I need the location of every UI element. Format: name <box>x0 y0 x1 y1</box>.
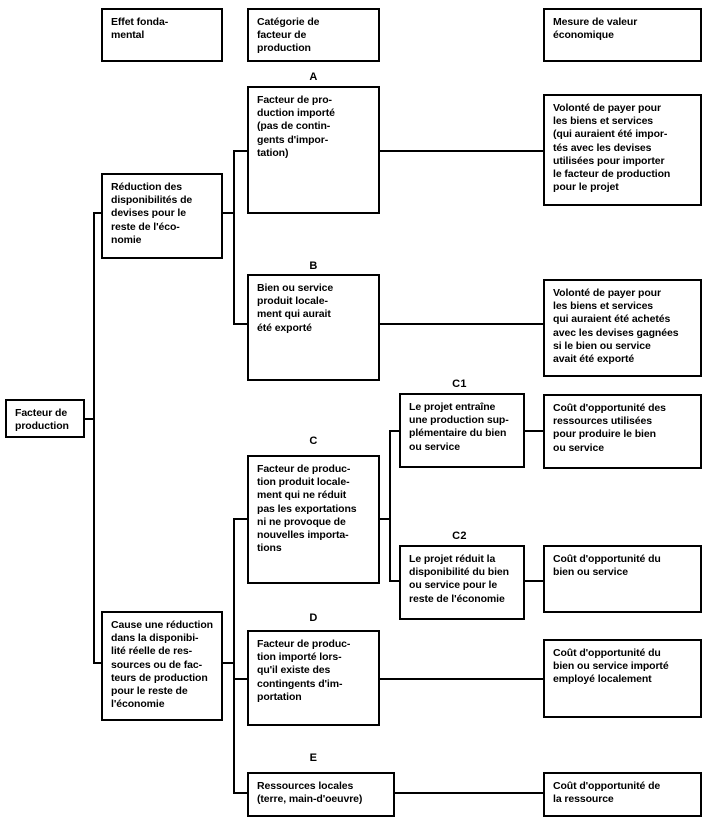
subcategory-box-c1: Le projet entraîne une production sup- p… <box>399 393 525 468</box>
subcategory-box-c1-label: Le projet entraîne une production sup- p… <box>409 401 509 453</box>
measure-box-c2: Coût d'opportunité du bien ou service <box>543 545 702 613</box>
header-box-effet-fondamental-label: Effet fonda- mental <box>111 16 169 42</box>
connector-trunk-to-effect-ressources <box>93 662 103 664</box>
tag-c: C <box>309 435 318 447</box>
connector-category-c-to-bus <box>379 518 391 520</box>
category-box-c: Facteur de produc- tion produit locale- … <box>247 455 380 584</box>
connector-category-a-to-measure-a <box>379 150 545 152</box>
connector-bus-to-category-b <box>233 323 249 325</box>
connector-subcategory-c2-to-measure-c2 <box>525 580 545 582</box>
subcategory-box-c2-label: Le projet réduit la disponibilité du bie… <box>409 553 509 605</box>
tag-d: D <box>309 612 318 624</box>
header-box-mesure-valeur-label: Mesure de valeur économique <box>553 16 638 42</box>
root-box-facteur-de-production-label: Facteur de production <box>15 407 69 433</box>
connector-subcategory-c1-to-measure-c1 <box>525 430 545 432</box>
root-box-facteur-de-production: Facteur de production <box>5 399 85 438</box>
connector-category-e-to-measure-e <box>379 792 545 794</box>
subcategory-box-c2: Le projet réduit la disponibilité du bie… <box>399 545 525 620</box>
header-box-effet-fondamental: Effet fonda- mental <box>101 8 223 62</box>
effect-box-reduction-ressources-label: Cause une réduction dans la disponibi- l… <box>111 619 213 711</box>
connector-main-trunk <box>93 212 95 664</box>
category-box-e: Ressources locales (terre, main-d'oeuvre… <box>247 772 395 817</box>
measure-box-b: Volonté de payer pour les biens et servi… <box>543 279 702 377</box>
connector-trunk-to-effect-devises <box>93 212 103 214</box>
effect-box-reduction-devises-label: Réduction des disponibilités de devises … <box>111 181 193 246</box>
measure-box-d-label: Coût d'opportunité du bien ou service im… <box>553 647 669 686</box>
measure-box-c2-label: Coût d'opportunité du bien ou service <box>553 553 661 579</box>
header-box-categorie-facteur: Catégorie de facteur de production <box>247 8 380 62</box>
connector-bus-to-subcategory-c2 <box>389 580 400 582</box>
connector-bus-to-category-c <box>233 518 249 520</box>
connector-bus-to-category-a <box>233 150 249 152</box>
effect-box-reduction-devises: Réduction des disponibilités de devises … <box>101 173 223 259</box>
category-box-b: Bien ou service produit locale- ment qui… <box>247 274 380 381</box>
connector-category-b-to-measure-b <box>379 323 545 325</box>
tag-c1: C1 <box>452 378 467 390</box>
category-box-d: Facteur de produc- tion importé lors- qu… <box>247 630 380 726</box>
connector-root-to-trunk <box>85 418 95 420</box>
measure-box-c1: Coût d'opportunité des ressources utilis… <box>543 394 702 469</box>
category-box-d-label: Facteur de produc- tion importé lors- qu… <box>257 638 351 703</box>
tag-c2: C2 <box>452 530 467 542</box>
connector-bus-devises <box>233 150 235 325</box>
header-box-mesure-valeur: Mesure de valeur économique <box>543 8 702 62</box>
connector-bus-c-sub <box>389 430 391 582</box>
category-box-a: Facteur de pro- duction importé (pas de … <box>247 86 380 214</box>
measure-box-e: Coût d'opportunité de la ressource <box>543 772 702 817</box>
connector-bus-to-category-d <box>233 678 249 680</box>
measure-box-b-label: Volonté de payer pour les biens et servi… <box>553 287 679 366</box>
header-box-categorie-facteur-label: Catégorie de facteur de production <box>257 16 320 55</box>
connector-bus-to-subcategory-c1 <box>389 430 400 432</box>
tag-e: E <box>309 752 318 764</box>
measure-box-a-label: Volonté de payer pour les biens et servi… <box>553 102 671 194</box>
effect-box-reduction-ressources: Cause une réduction dans la disponibi- l… <box>101 611 223 721</box>
measure-box-c1-label: Coût d'opportunité des ressources utilis… <box>553 402 666 454</box>
tag-a: A <box>309 71 318 83</box>
tag-b: B <box>309 260 318 272</box>
connector-effect-ressources-to-bus <box>221 662 235 664</box>
category-box-a-label: Facteur de pro- duction importé (pas de … <box>257 94 335 159</box>
connector-bus-to-category-e <box>233 792 249 794</box>
category-box-c-label: Facteur de produc- tion produit locale- … <box>257 463 357 555</box>
connector-bus-ressources <box>233 518 235 794</box>
connector-category-d-to-measure-d <box>379 678 545 680</box>
connector-effect-devises-to-bus <box>221 212 235 214</box>
category-box-b-label: Bien ou service produit locale- ment qui… <box>257 282 334 334</box>
category-box-e-label: Ressources locales (terre, main-d'oeuvre… <box>257 780 363 806</box>
measure-box-d: Coût d'opportunité du bien ou service im… <box>543 639 702 718</box>
measure-box-a: Volonté de payer pour les biens et servi… <box>543 94 702 206</box>
measure-box-e-label: Coût d'opportunité de la ressource <box>553 780 661 806</box>
